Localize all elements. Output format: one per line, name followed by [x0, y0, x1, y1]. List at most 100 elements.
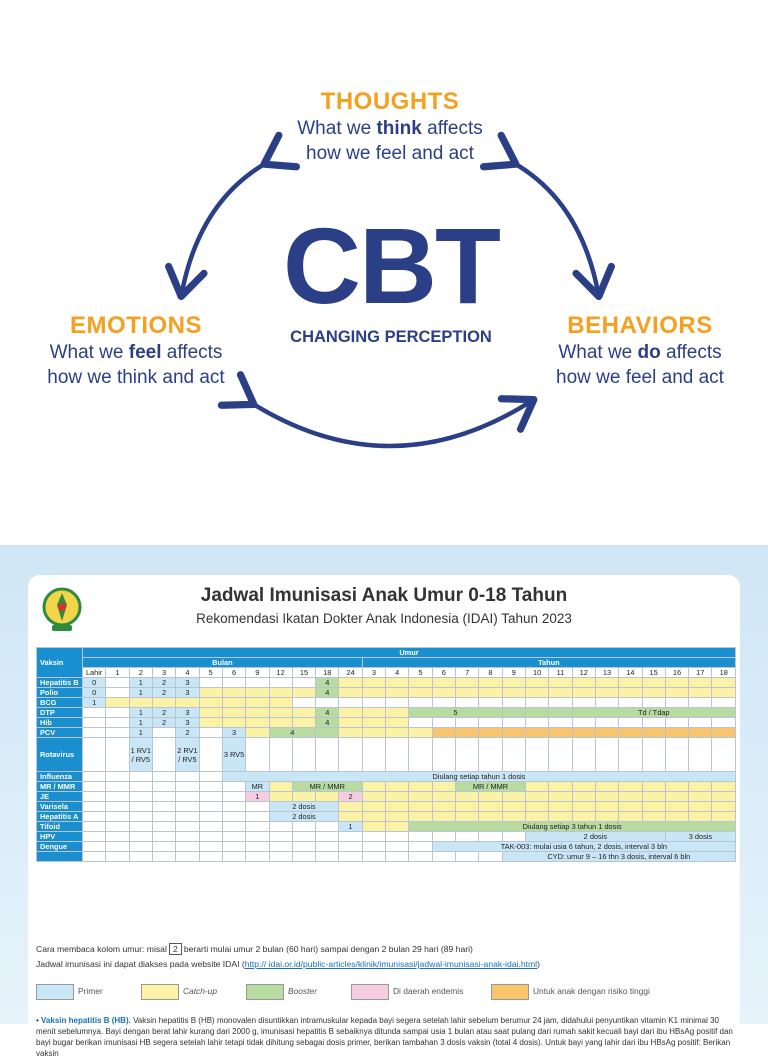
schedule-cell	[688, 697, 713, 708]
schedule-cell	[245, 707, 270, 718]
schedule-cell: 1	[128, 727, 153, 738]
schedule-cell	[105, 717, 130, 728]
schedule-cell	[641, 811, 666, 822]
age-cell: 2	[128, 667, 153, 678]
schedule-cell: 3 dosis	[664, 831, 737, 842]
schedule-cell	[571, 737, 596, 772]
schedule-cell	[315, 831, 340, 842]
schedule-cell	[175, 811, 200, 822]
schedule-cell	[105, 781, 130, 792]
schedule-cell	[594, 687, 620, 698]
schedule-cell	[81, 737, 107, 772]
schedule-cell	[594, 781, 620, 792]
legend: Primer Catch-up Booster Di daerah endemi…	[36, 983, 736, 1003]
vaccine-name: Hib	[36, 717, 83, 728]
schedule-cell	[361, 727, 387, 738]
schedule-cell	[548, 791, 573, 802]
schedule-cell	[501, 717, 526, 728]
schedule-cell	[454, 737, 480, 772]
schedule-cell	[688, 737, 713, 772]
schedule-cell	[268, 851, 293, 862]
schedule-cell	[81, 727, 107, 738]
node-thoughts: THOUGHTS What we think affects how we fe…	[230, 88, 550, 166]
schedule-cell: TAK-003: mulai usia 6 tahun, 2 dosis, in…	[431, 841, 737, 852]
vaccine-name: BCG	[36, 697, 83, 708]
schedule-cell	[128, 831, 153, 842]
schedule-cell	[245, 831, 270, 842]
schedule-cell	[151, 801, 177, 812]
schedule-cell	[594, 737, 620, 772]
schedule-cell	[478, 831, 503, 842]
schedule-cell: 2 dosis	[268, 811, 340, 822]
schedule-cell	[688, 801, 713, 812]
thoughts-heading: THOUGHTS	[320, 88, 460, 115]
schedule-cell	[361, 821, 387, 832]
schedule-cell	[385, 717, 410, 728]
schedule-cell	[618, 677, 643, 688]
schedule-cell	[175, 771, 200, 782]
schedule-cell	[151, 727, 177, 738]
schedule-cell	[594, 811, 620, 822]
schedule-cell	[664, 717, 690, 728]
schedule-cell	[198, 687, 223, 698]
schedule-cell	[501, 791, 526, 802]
schedule-cell	[81, 841, 107, 852]
schedule-cell	[664, 727, 690, 738]
schedule-cell	[571, 717, 596, 728]
schedule-cell	[221, 821, 247, 832]
schedule-cell	[408, 791, 433, 802]
schedule-cell	[408, 851, 433, 862]
schedule-cell	[641, 697, 666, 708]
age-cell: 11	[548, 667, 573, 678]
schedule-cell	[268, 687, 293, 698]
schedule-title: Jadwal Imunisasi Anak Umur 0-18 Tahun	[200, 585, 568, 606]
example-age-box: 2	[168, 943, 182, 955]
schedule-cell	[524, 811, 550, 822]
schedule-cell: 3	[175, 677, 200, 688]
age-cell: 16	[664, 667, 690, 678]
schedule-cell	[501, 677, 526, 688]
schedule-cell	[571, 811, 596, 822]
schedule-cell	[408, 737, 433, 772]
schedule-cell	[571, 697, 596, 708]
arrow-thoughts-behaviors	[479, 131, 615, 301]
schedule-cell	[641, 687, 666, 698]
schedule-cell	[175, 801, 200, 812]
schedule-cell	[454, 717, 480, 728]
schedule-cell	[338, 717, 363, 728]
schedule-card: Jadwal Imunisasi Anak Umur 0-18 Tahun Re…	[28, 575, 740, 1058]
schedule-cell	[291, 677, 317, 688]
schedule-cell	[361, 677, 387, 688]
schedule-cell: 2	[175, 727, 200, 738]
schedule-cell	[361, 697, 387, 708]
schedule-cell	[175, 841, 200, 852]
schedule-cell	[198, 851, 223, 862]
schedule-cell	[198, 707, 223, 718]
schedule-cell	[641, 801, 666, 812]
schedule-cell	[81, 781, 107, 792]
schedule-cell	[408, 781, 433, 792]
schedule-cell: 2	[151, 717, 177, 728]
vaccine-name: MR / MMR	[36, 781, 83, 792]
schedule-cell	[315, 821, 340, 832]
age-cell: 9	[245, 667, 270, 678]
schedule-cell	[105, 737, 130, 772]
schedule-cell	[618, 737, 643, 772]
idai-link[interactable]: http:// idai.or.id/public-articles/klini…	[244, 959, 538, 969]
schedule-cell: MR / MMR	[455, 781, 526, 792]
schedule-cell	[408, 841, 433, 852]
schedule-cell	[291, 791, 317, 802]
schedule-cell	[431, 811, 457, 822]
schedule-cell	[385, 727, 410, 738]
schedule-cell	[594, 727, 620, 738]
schedule-cell	[618, 697, 643, 708]
schedule-cell	[268, 717, 293, 728]
schedule-cell: 2	[338, 791, 363, 802]
legend-catch-up: Catch-up	[141, 983, 217, 1000]
